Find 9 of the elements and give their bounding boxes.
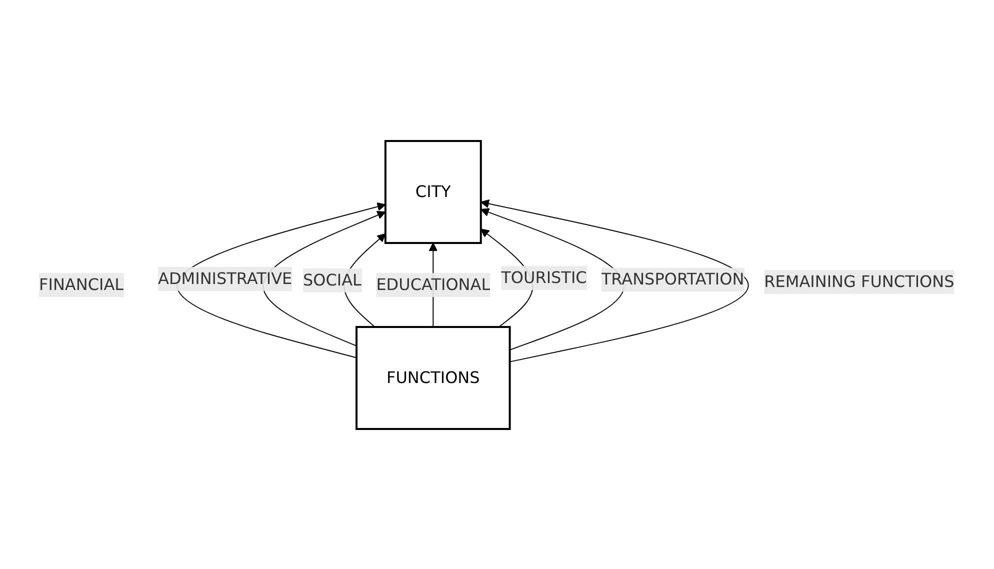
node-box: FUNCTIONS bbox=[356, 326, 512, 430]
edge-label: FINANCIAL bbox=[39, 274, 124, 294]
node-box: CITY bbox=[384, 140, 482, 244]
edge-label: TOURISTIC bbox=[501, 268, 588, 287]
edge-label: TRANSPORTATION bbox=[602, 269, 745, 288]
edge-label: ADMINISTRATIVE bbox=[158, 268, 292, 288]
edge-label: EDUCATIONAL bbox=[376, 274, 490, 294]
edge-label: REMAINING FUNCTIONS bbox=[764, 271, 955, 290]
edge-label: SOCIAL bbox=[303, 270, 362, 289]
